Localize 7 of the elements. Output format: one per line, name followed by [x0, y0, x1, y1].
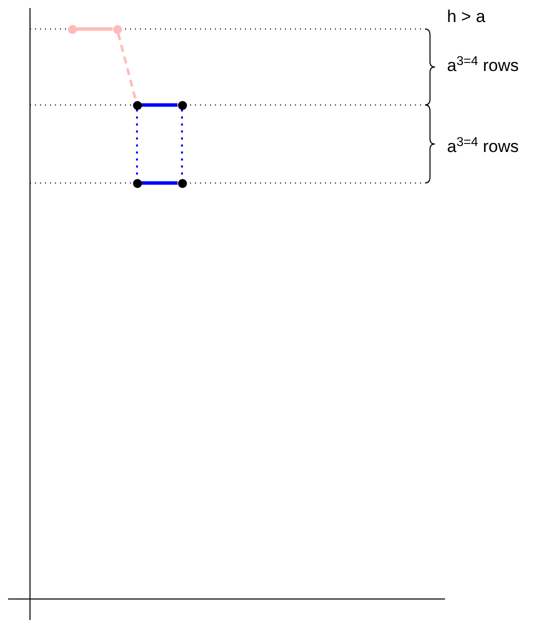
connector-line — [142, 103, 178, 107]
connector-line — [76, 27, 112, 31]
annotation-text: a$^{3=4}$ rows — [447, 136, 519, 158]
annotation-text: h > a — [447, 6, 486, 28]
connector-line — [142, 181, 178, 185]
connector-line — [116, 33, 138, 101]
annotation-text: a$^{3=4}$ rows — [447, 55, 519, 77]
